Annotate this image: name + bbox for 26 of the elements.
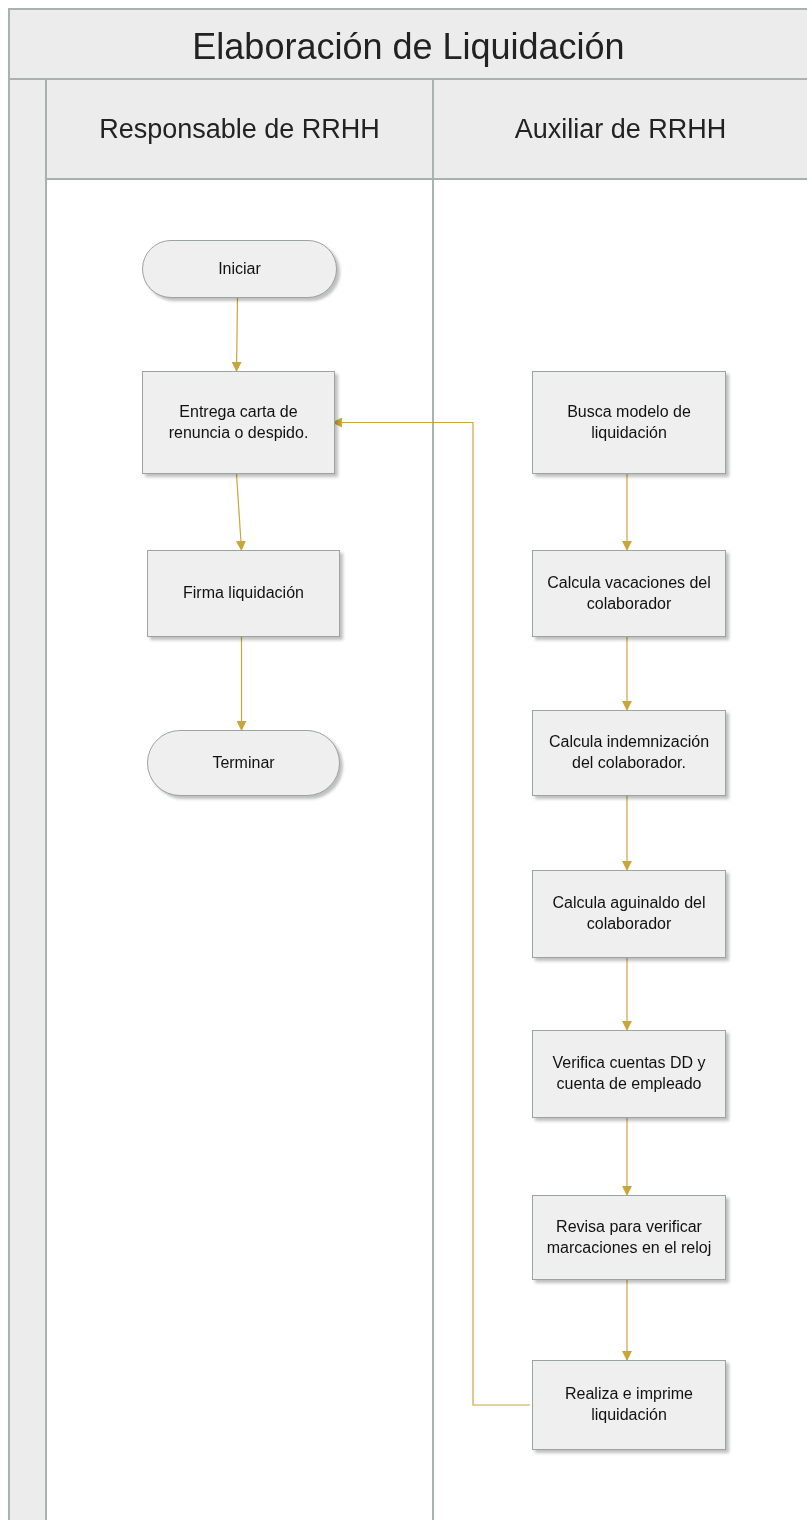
swimlane [432, 80, 807, 1520]
arrow [231, 297, 242, 372]
process-box: Calcula vacaciones del colaborador [532, 550, 726, 637]
arrow [332, 417, 531, 1406]
process-box: Firma liquidación [147, 550, 340, 637]
terminator-shape: Iniciar [142, 240, 337, 298]
lane-header: Responsable de RRHH [47, 80, 432, 180]
arrow [235, 473, 246, 551]
process-box: Entrega carta de renuncia o despido. [142, 371, 335, 474]
process-box: Calcula aguinaldo del colaborador [532, 870, 726, 958]
swimlane [45, 80, 432, 1520]
process-box: Busca modelo de liquidación [532, 371, 726, 474]
arrow [622, 795, 632, 871]
process-box: Verifica cuentas DD y cuenta de empleado [532, 1030, 726, 1118]
process-box: Revisa para verificar marcaciones en el reloj [532, 1195, 726, 1280]
arrow [622, 1279, 632, 1361]
arrow [622, 957, 632, 1031]
pool-title: Elaboración de Liquidación [191, 25, 626, 69]
process-box: Realiza e imprime liquidación [532, 1360, 726, 1450]
terminator-shape: Terminar [147, 730, 340, 796]
arrow [236, 636, 247, 731]
process-box: Calcula indemnización del colaborador. [532, 710, 726, 796]
arrow [622, 1117, 632, 1196]
arrow [622, 473, 632, 551]
lane-header: Auxiliar de RRHH [434, 80, 807, 180]
arrow [622, 636, 632, 711]
